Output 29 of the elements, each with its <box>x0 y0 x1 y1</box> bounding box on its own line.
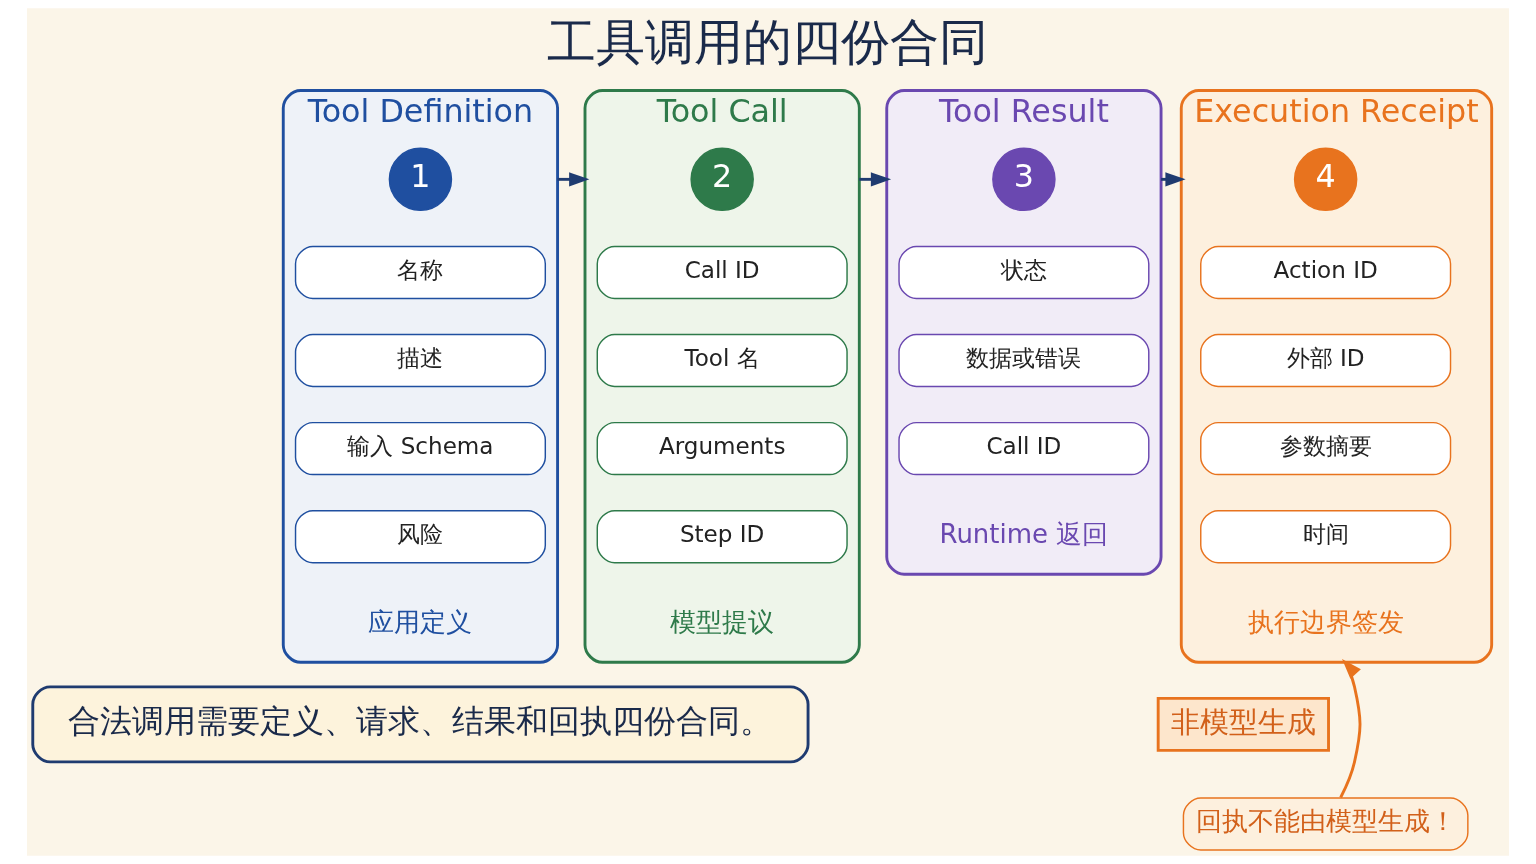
node-box: 外部 ID <box>1200 333 1452 388</box>
node-text: 模型提议 <box>670 607 775 638</box>
node-circle: 3 <box>992 147 1056 212</box>
node-box: 时间 <box>1200 509 1452 564</box>
node-box: Tool 名 <box>596 333 848 388</box>
node-box: Step ID <box>596 509 848 564</box>
node-text: 应用定义 <box>368 607 473 638</box>
node-box: 回执不能由模型生成！ <box>1182 797 1469 851</box>
node-text: Runtime 返回 <box>939 519 1109 550</box>
node-box: Arguments <box>596 421 848 476</box>
node-box: 输入 Schema <box>294 421 546 476</box>
diagram-title: 工具调用的四份合同 <box>547 13 989 72</box>
node-box: Call ID <box>898 421 1150 476</box>
node-box: 合法调用需要定义、请求、结果和回执四份合同。 <box>31 685 810 764</box>
node-box: 参数摘要 <box>1200 421 1452 476</box>
node-box: 数据或错误 <box>898 333 1150 388</box>
node-box: 非模型生成 <box>1156 696 1330 752</box>
node-text: 执行边界签发 <box>1247 607 1404 638</box>
node-box: 描述 <box>294 333 546 388</box>
node-box: 状态 <box>898 245 1150 300</box>
node-box: Action ID <box>1200 245 1452 300</box>
arrow <box>859 172 892 187</box>
node-box: 名称 <box>294 245 546 300</box>
node-box: Call ID <box>596 245 848 300</box>
node-box: 风险 <box>294 509 546 564</box>
arrow <box>1339 659 1362 799</box>
node-circle: 4 <box>1293 147 1358 212</box>
node-circle: 2 <box>690 147 754 212</box>
node-circle: 1 <box>388 147 453 212</box>
